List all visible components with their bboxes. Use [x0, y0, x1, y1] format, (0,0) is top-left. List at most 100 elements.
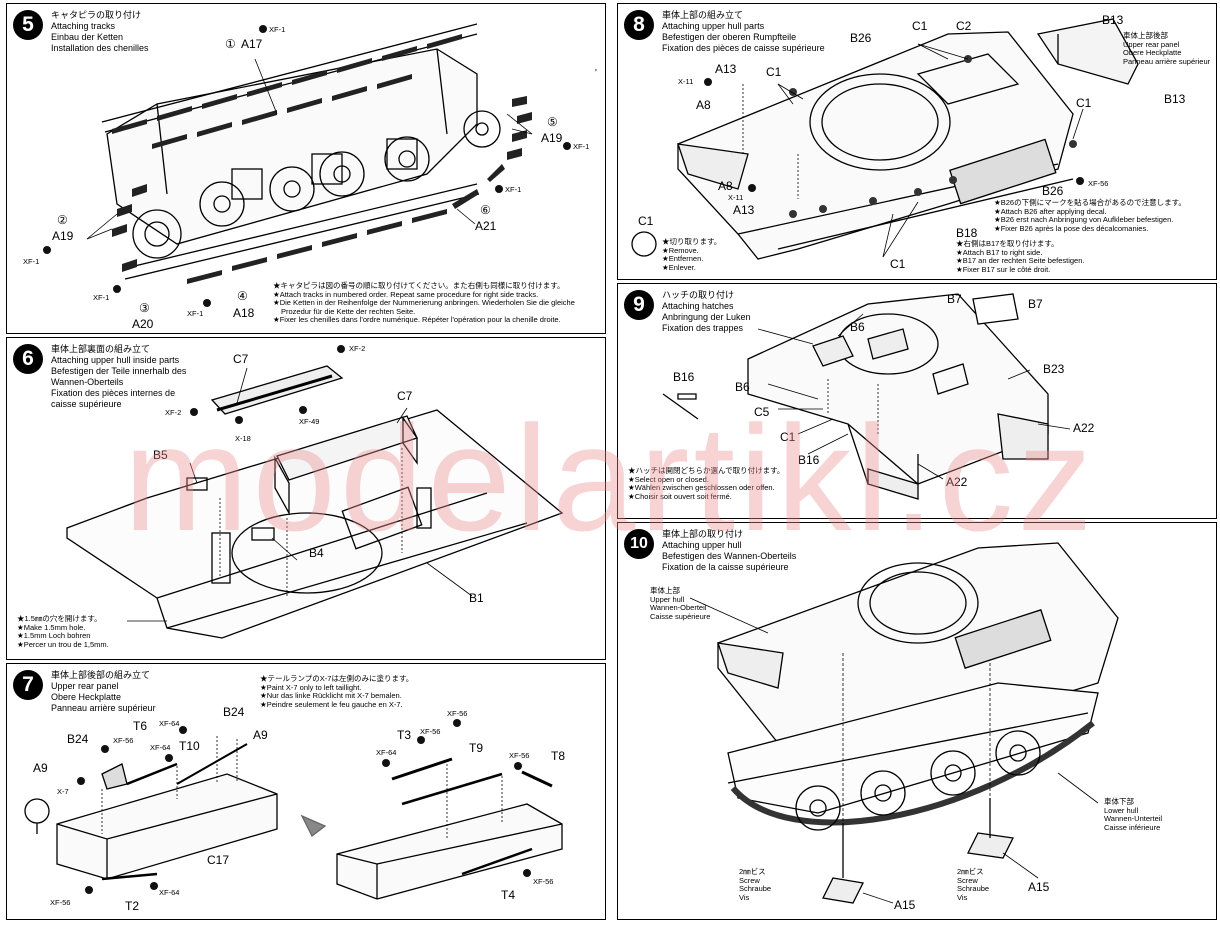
step-order-4: ④ — [237, 289, 248, 303]
paint-code: XF-64 — [376, 748, 397, 757]
paint-code: XF-2 — [165, 408, 182, 417]
paint-code: XF-56 — [509, 751, 530, 760]
part-label-a9-right: A9 — [253, 728, 268, 742]
paint-dot — [495, 185, 503, 193]
paint-code: XF-56 — [50, 898, 71, 907]
part-label-c7-lower: C7 — [397, 389, 413, 403]
paint-dot — [514, 762, 522, 770]
screw-caption-right: 2㎜ビス Screw Schraube Vis — [957, 867, 990, 902]
part-label-b7-right: B7 — [1028, 297, 1043, 311]
part-label-a17: A17 — [241, 37, 263, 51]
part-label-a19-right: A19 — [541, 131, 563, 145]
step-order-1: ① — [225, 37, 236, 51]
paint-code: X-11 — [678, 77, 694, 86]
paint-dot — [150, 882, 158, 890]
paint-dot — [179, 726, 187, 734]
step-title: 車体上部裏面の組み立て Attaching upper hull inside … — [51, 344, 187, 409]
paint-dot — [523, 869, 531, 877]
b26-notes: ★B26の下側にマークを貼る場合があるので注意します。 ★Attach B26 … — [994, 198, 1186, 233]
remove-caption: ★切り取ります。 ★Remove. ★Entfernen. ★Enlever. — [662, 237, 722, 272]
part-label-b5: B5 — [153, 448, 168, 462]
part-label-b18: B18 — [956, 226, 978, 240]
step-9-notes: ★ハッチは開閉どちらか選んで取り付けます。 ★Select open or cl… — [628, 466, 785, 501]
step-title: 車体上部後部の組み立て Upper rear panel Obere Heckp… — [51, 670, 156, 713]
step-7-panel: 7 車体上部後部の組み立て Upper rear panel Obere Hec… — [6, 663, 606, 920]
paint-code: XF-1 — [23, 257, 40, 266]
part-label-b24-right: B24 — [223, 705, 245, 719]
paint-dot — [563, 142, 571, 150]
paint-dot — [85, 886, 93, 894]
part-label-c1-left: C1 — [766, 65, 782, 79]
paint-code: X-18 — [235, 434, 251, 443]
step-number: 10 — [624, 529, 654, 559]
step-9-panel: 9 ハッチの取り付け Attaching hatches Anbringung … — [617, 283, 1217, 519]
part-label-a15-right: A15 — [1028, 880, 1050, 894]
step-6-panel: 6 車体上部裏面の組み立て Attaching upper hull insid… — [6, 337, 606, 660]
step-title: 車体上部の取り付け Attaching upper hull Befestige… — [662, 529, 797, 572]
step-10-panel: 10 車体上部の取り付け Attaching upper hull Befest… — [617, 522, 1217, 920]
part-label-b13-top: B13 — [1102, 13, 1124, 27]
part-label-a20: A20 — [132, 317, 154, 331]
paint-dot — [748, 184, 756, 192]
screw-caption-left: 2㎜ビス Screw Schraube Vis — [739, 867, 772, 902]
part-label-c7-upper: C7 — [233, 352, 249, 366]
paint-code: XF-1 — [187, 309, 204, 318]
upper-rear-panel-caption: 車体上部後部 Upper rear panel Obere Heckplatte… — [1123, 31, 1211, 66]
corner-mark: ' — [595, 68, 597, 79]
part-label-t8: T8 — [551, 749, 566, 763]
part-label-c1-top: C1 — [912, 19, 928, 33]
step-7-notes: ★テールランプのX-7は左側のみに塗ります。 ★Paint X-7 only t… — [260, 674, 414, 709]
part-label-a22-bottom: A22 — [946, 475, 968, 489]
paint-code: XF-56 — [113, 736, 134, 745]
step-number: 5 — [13, 10, 43, 40]
paint-code: XF-1 — [573, 142, 590, 151]
step-5-notes: ★キャタピラは図の番号の順に取り付けてください。また右側も同様に取り付けます。 … — [273, 281, 575, 325]
step-title: ハッチの取り付け Attaching hatches Anbringung de… — [662, 290, 751, 333]
part-label-c5: C5 — [754, 405, 770, 419]
paint-dot — [704, 78, 712, 86]
upper-hull-illustration — [631, 18, 1139, 260]
paint-code: XF-56 — [447, 709, 468, 718]
part-label-t2: T2 — [125, 899, 140, 913]
paint-dot — [417, 736, 425, 744]
paint-dot — [453, 719, 461, 727]
paint-code: X-11 — [728, 193, 744, 202]
part-label-b4: B4 — [309, 546, 324, 560]
step-number: 8 — [624, 10, 654, 40]
rear-panel-illustration — [24, 736, 563, 900]
step-number: 6 — [13, 344, 43, 374]
part-label-a21: A21 — [475, 219, 497, 233]
paint-code: XF-56 — [420, 727, 441, 736]
part-label-b6-top: B6 — [850, 320, 865, 334]
hull-joining-illustration — [689, 542, 1119, 904]
part-label-c1-right: C1 — [1076, 96, 1092, 110]
step-title: キャタピラの取り付け Attaching tracks Einbau der K… — [51, 10, 149, 53]
part-label-c2: C2 — [956, 19, 972, 33]
step-order-6: ⑥ — [480, 203, 491, 217]
upper-hull-caption: 車体上部 Upper hull Wannen-Oberteil Caisse s… — [650, 586, 711, 621]
part-label-b26-top: B26 — [850, 31, 872, 45]
paint-dot — [165, 754, 173, 762]
paint-dot — [101, 745, 109, 753]
part-label-a15-left: A15 — [894, 898, 916, 912]
paint-code: XF-1 — [93, 293, 110, 302]
part-label-a9-left: A9 — [33, 761, 48, 775]
paint-dot — [337, 345, 345, 353]
part-label-a13-top: A13 — [715, 62, 737, 76]
part-label-t4: T4 — [501, 888, 516, 902]
paint-code: XF-64 — [150, 743, 171, 752]
part-label-c17: C17 — [207, 853, 230, 867]
paint-dot — [43, 246, 51, 254]
part-label-b13-bottom: B13 — [1164, 92, 1186, 106]
part-label-b26-bottom: B26 — [1042, 184, 1064, 198]
tracks-assembly-illustration — [86, 23, 533, 284]
paint-dot — [235, 416, 243, 424]
paint-code: XF-56 — [1088, 179, 1109, 188]
paint-dot — [299, 406, 307, 414]
paint-dot — [259, 25, 267, 33]
part-label-c1-remove: C1 — [638, 214, 654, 228]
paint-dot — [1076, 177, 1084, 185]
step-5-panel: 5 キャタピラの取り付け Attaching tracks Einbau der… — [6, 3, 606, 334]
part-label-b16-left: B16 — [673, 370, 695, 384]
part-label-c1: C1 — [780, 430, 796, 444]
